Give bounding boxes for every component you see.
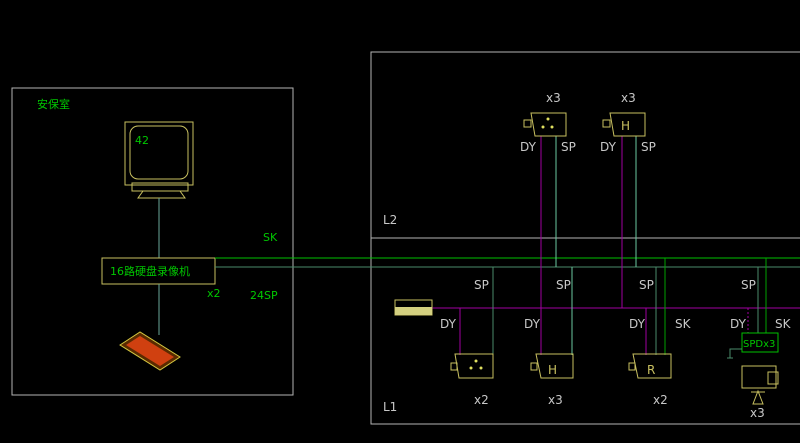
camera-symbol: H (548, 363, 557, 377)
dy-label: DY (730, 317, 747, 331)
camera-qty: x2 (653, 393, 668, 407)
keyboard-icon (119, 331, 181, 371)
camera-qty: x3 (621, 91, 636, 105)
camera-icon (602, 112, 646, 137)
spd-label: SPDx3 (743, 339, 775, 350)
dy-label: DY (440, 317, 457, 331)
zone-label-lower: L1 (383, 400, 397, 414)
dy-label: DY (524, 317, 541, 331)
sp-label: SP (641, 140, 656, 154)
recorder-label: 16路硬盘录像机 (110, 264, 190, 278)
power-supply-icon (394, 299, 433, 316)
sp-label: SP (639, 278, 654, 292)
sk-label: SK (675, 317, 692, 331)
sp-label: SP (556, 278, 571, 292)
camera-icon (523, 112, 567, 137)
cable-sk-label: SK (263, 231, 278, 244)
camera-qty: x3 (750, 406, 765, 420)
dy-label: DY (629, 317, 646, 331)
recorder-qty: x2 (207, 287, 221, 300)
cable-sp-label: 24SP (250, 289, 278, 302)
zone-label-upper: L2 (383, 213, 397, 227)
camera-qty: x3 (546, 91, 561, 105)
ptz-camera-icon (741, 365, 779, 405)
room-title: 安保室 (37, 97, 70, 111)
sp-label: SP (741, 278, 756, 292)
security-room-frame (11, 87, 294, 396)
monitor-icon (124, 121, 194, 199)
sp-label: SP (561, 140, 576, 154)
camera-symbol: R (647, 363, 655, 377)
dy-label: DY (600, 140, 617, 154)
camera-icon (450, 353, 494, 379)
monitor-label: 42 (135, 134, 149, 147)
spd-box (741, 332, 779, 353)
camera-qty: x2 (474, 393, 489, 407)
sk-label: SK (775, 317, 792, 331)
camera-icon (530, 353, 574, 379)
camera-icon (628, 353, 672, 379)
dy-label: DY (520, 140, 537, 154)
sp-label: SP (474, 278, 489, 292)
ground-icon (727, 348, 742, 359)
camera-qty: x3 (548, 393, 563, 407)
camera-symbol: H (621, 119, 630, 133)
